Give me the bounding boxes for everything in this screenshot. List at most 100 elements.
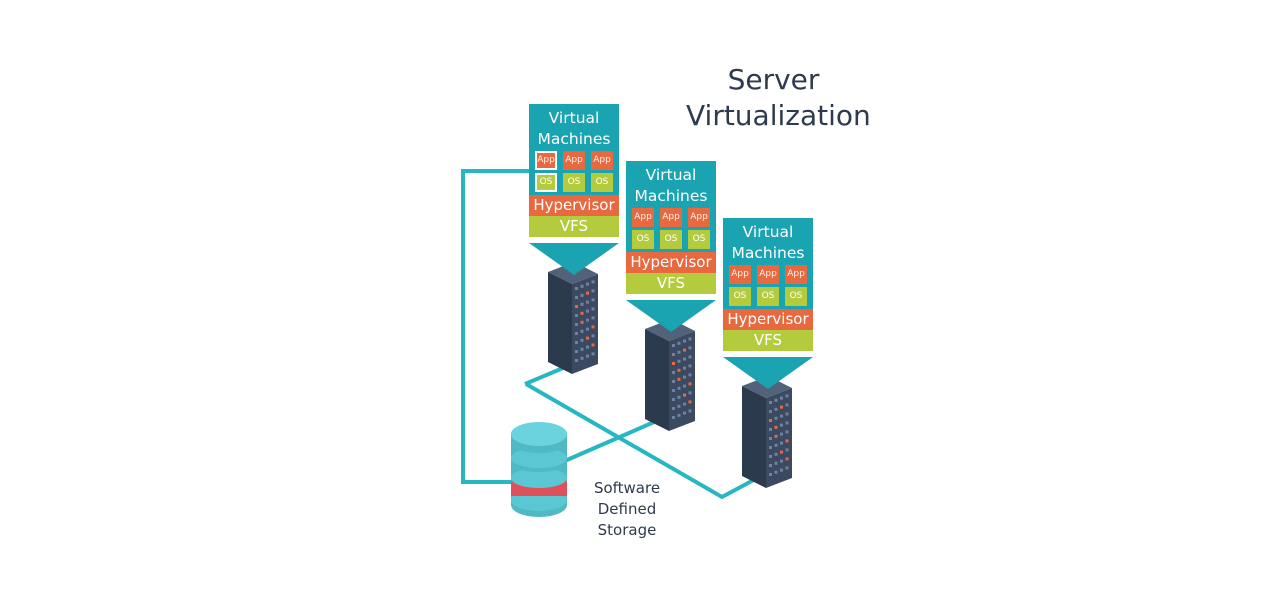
server-light [580, 356, 584, 360]
server-light [672, 344, 675, 347]
server-light [586, 354, 589, 358]
server-light [780, 405, 783, 409]
server-light [683, 348, 686, 352]
server-light [580, 320, 584, 324]
app-layer: App [785, 265, 807, 284]
vm-row: App OS App OS App OS [626, 208, 716, 252]
server-light [688, 391, 692, 395]
server-light [683, 393, 686, 397]
server-light [677, 368, 681, 372]
server-light [677, 359, 681, 363]
vm-row: App OS App OS App OS [529, 151, 619, 195]
hypervisor-layer: Hypervisor [723, 309, 813, 330]
os-layer: OS [785, 287, 807, 306]
server-light [688, 355, 692, 359]
server-light [586, 318, 589, 322]
server-light [591, 280, 595, 284]
storage-database-icon [511, 422, 567, 517]
server-light [683, 411, 686, 415]
server-light [672, 371, 675, 374]
os-layer: OS [688, 230, 710, 249]
server-light [780, 432, 783, 436]
vfs-layer: VFS [626, 273, 716, 294]
server-light [774, 443, 778, 447]
server-lights [672, 337, 692, 419]
stack-arrow-2 [626, 300, 716, 332]
vm-instance: App OS [729, 265, 751, 306]
app-layer: App [563, 151, 585, 170]
server-light [586, 345, 589, 349]
app-layer: App [688, 208, 710, 227]
os-layer: OS [729, 287, 751, 306]
server-light [586, 336, 589, 340]
server-light [672, 380, 675, 383]
server-light [591, 289, 595, 293]
vm-stack-1: Virtual Machines App OS App OS App OS Hy… [529, 104, 619, 237]
server-light [580, 302, 584, 306]
os-layer: OS [591, 173, 613, 192]
server-light [780, 450, 783, 454]
server-light [774, 470, 778, 474]
server-light [769, 437, 772, 440]
server-light [769, 428, 772, 431]
server-light [769, 446, 772, 449]
server-light [591, 352, 595, 356]
server-light [591, 325, 595, 329]
server-light [586, 309, 589, 313]
server-rack-2 [645, 319, 695, 431]
hypervisor-layer: Hypervisor [529, 195, 619, 216]
server-light [580, 338, 584, 342]
vm-stack-3: Virtual Machines App OS App OS App OS Hy… [723, 218, 813, 351]
server-rack-3 [742, 376, 792, 488]
server-light [580, 284, 584, 288]
server-light [688, 400, 692, 404]
server-light [683, 366, 686, 370]
server-light [586, 300, 589, 304]
server-light [785, 403, 789, 407]
server-light [575, 350, 578, 353]
vm-instance: App OS [688, 208, 710, 249]
server-light [780, 423, 783, 427]
server-light [575, 314, 578, 317]
server-light [677, 377, 681, 381]
server-light [780, 459, 783, 463]
server-light [688, 346, 692, 350]
os-layer: OS [757, 287, 779, 306]
server-light [580, 347, 584, 351]
server-light [780, 396, 783, 400]
server-rack-1 [548, 262, 598, 374]
app-layer: App [591, 151, 613, 170]
server-light [575, 359, 578, 362]
server-light [769, 401, 772, 404]
server-light [591, 298, 595, 302]
server-light [575, 323, 578, 326]
app-layer: App [660, 208, 682, 227]
server-light [774, 425, 778, 429]
server-light [677, 404, 681, 408]
server-light [785, 457, 789, 461]
server-light [769, 464, 772, 467]
server-light [785, 421, 789, 425]
server-light [591, 343, 595, 347]
server-light [774, 407, 778, 411]
os-layer: OS [535, 173, 557, 192]
server-light [575, 305, 578, 308]
server-light [575, 287, 578, 290]
vm-heading: Virtual Machines [723, 218, 813, 265]
vm-instance: App OS [535, 151, 557, 192]
server-light [785, 466, 789, 470]
server-light [672, 398, 675, 401]
server-light [774, 452, 778, 456]
vm-stack-2: Virtual Machines App OS App OS App OS Hy… [626, 161, 716, 294]
server-light [591, 316, 595, 320]
server-lights [769, 394, 789, 476]
link-storage-server3 [525, 382, 764, 500]
server-light [683, 339, 686, 343]
server-light [683, 357, 686, 361]
vfs-layer: VFS [723, 330, 813, 351]
server-light [575, 341, 578, 344]
server-light [683, 375, 686, 379]
vm-instance: App OS [757, 265, 779, 306]
network-links [461, 169, 764, 500]
